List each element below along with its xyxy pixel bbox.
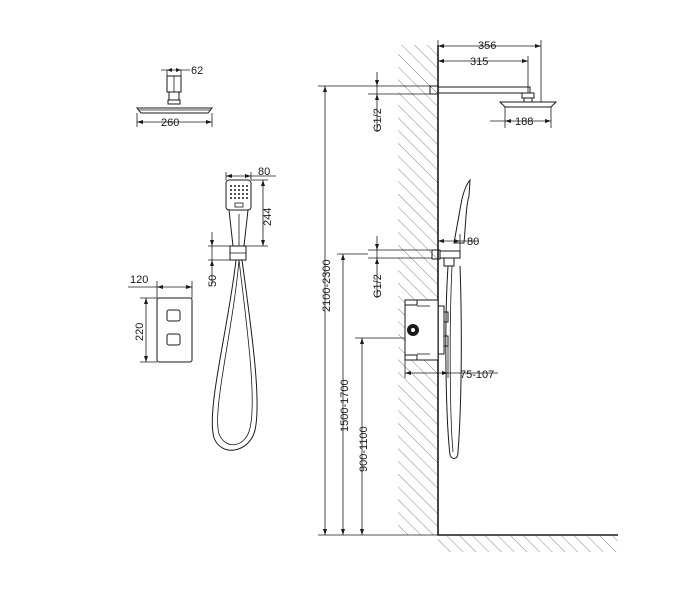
dim-hand-width: 80 (258, 166, 270, 178)
dim-valve-height: 900-1100 (358, 426, 370, 472)
dim-arm-total: 356 (478, 40, 496, 52)
concealed-valve-side-view: 75-107 (404, 299, 498, 381)
dim-holder-offset: 80 (467, 236, 479, 248)
shower-arm-side-view: 356 315 188 G1/2 (368, 40, 558, 132)
dim-panel-width: 120 (130, 274, 148, 286)
dim-valve-depth: 75-107 (460, 369, 494, 381)
knob-lower (166, 333, 181, 346)
dim-thread-top: G1/2 (372, 108, 384, 132)
spray-nozzle-grid (230, 185, 248, 199)
shower-head-front-view: 62 260 (135, 65, 214, 129)
dim-head-depth: 62 (191, 65, 203, 77)
dim-head-width: 260 (161, 117, 179, 129)
height-dimensions: 2100-2300 1500-1700 900-1100 (318, 85, 438, 536)
hand-shower-side-view: 80 G1/2 (368, 178, 479, 459)
knob-upper (166, 309, 181, 322)
dim-hand-length: 244 (262, 208, 274, 226)
dim-holder-mount-height: 1500-1700 (339, 379, 351, 432)
dim-thread-bottom: G1/2 (372, 274, 384, 298)
hand-shower-view: 80 244 50 (207, 166, 276, 451)
dim-arm-length: 315 (470, 56, 488, 68)
dim-head-face: 188 (515, 116, 533, 128)
dim-holder-height: 50 (207, 275, 219, 287)
dim-panel-height: 220 (134, 323, 146, 341)
dim-head-height: 2100-2300 (321, 259, 333, 312)
control-panel-front: 120 220 (128, 274, 193, 363)
